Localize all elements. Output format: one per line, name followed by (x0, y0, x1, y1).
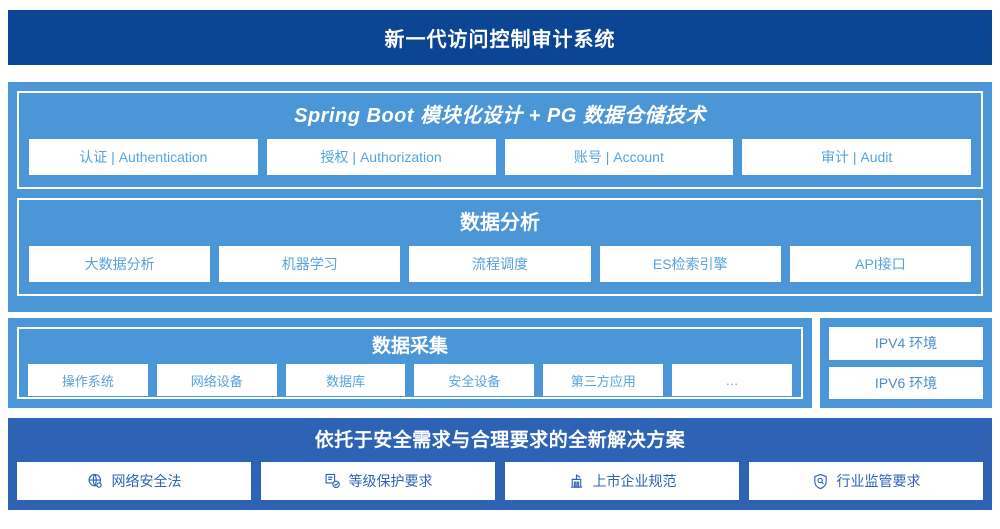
section-items-spring-boot: 认证 | Authentication 授权 | Authorization 账… (29, 139, 971, 175)
env-cell-ipv4[interactable]: IPV4 环境 (829, 327, 983, 360)
module-cell-authentication[interactable]: 认证 | Authentication (29, 139, 258, 175)
section-title-spring-boot: Spring Boot 模块化设计 + PG 数据仓储技术 (294, 105, 706, 127)
module-cell-audit[interactable]: 审计 | Audit (742, 139, 971, 175)
section-items-data-collection: 操作系统 网络设备 数据库 安全设备 第三方应用 … (28, 364, 792, 396)
source-cell-security-device[interactable]: 安全设备 (414, 364, 535, 396)
collection-row: 数据采集 操作系统 网络设备 数据库 安全设备 第三方应用 … IPV4 环境 … (8, 318, 992, 408)
bank-building-icon (568, 473, 585, 490)
globe-network-icon (87, 473, 104, 490)
compliance-cell-industry-regulation[interactable]: 行业监管要求 (749, 462, 983, 500)
section-spring-boot: Spring Boot 模块化设计 + PG 数据仓储技术 认证 | Authe… (17, 91, 983, 189)
source-cell-more[interactable]: … (672, 364, 792, 396)
section-title-data-collection: 数据采集 (371, 336, 448, 357)
module-cell-es-search-engine[interactable]: ES检索引擎 (599, 246, 781, 282)
section-ip-environments: IPV4 环境 IPV6 环境 (820, 318, 992, 408)
source-cell-network-device[interactable]: 网络设备 (156, 364, 277, 396)
compliance-label-listed-enterprise: 上市企业规范 (592, 473, 677, 489)
document-check-icon (324, 473, 341, 490)
compliance-label-cybersecurity-law: 网络安全法 (111, 473, 182, 489)
section-items-data-analysis: 大数据分析 机器学习 流程调度 ES检索引擎 API接口 (29, 246, 972, 282)
module-cell-big-data-analysis[interactable]: 大数据分析 (29, 246, 211, 282)
compliance-cell-listed-enterprise[interactable]: 上市企业规范 (505, 462, 739, 500)
page-title: 新一代访问控制审计系统 (384, 29, 616, 51)
shield-search-icon (812, 473, 829, 490)
compliance-label-industry-regulation: 行业监管要求 (836, 473, 921, 489)
section-data-collection: 数据采集 操作系统 网络设备 数据库 安全设备 第三方应用 … (8, 318, 812, 408)
compliance-label-classified-protection: 等级保护要求 (348, 473, 433, 489)
page-header: 新一代访问控制审计系统 (8, 10, 992, 65)
section-items-compliance: 网络安全法 等级保护要求 (17, 462, 983, 500)
module-cell-account[interactable]: 账号 | Account (504, 139, 734, 175)
env-cell-ipv6[interactable]: IPV6 环境 (829, 366, 983, 399)
section-title-compliance: 依托于安全需求与合理要求的全新解决方案 (314, 430, 686, 451)
architecture-panel: Spring Boot 模块化设计 + PG 数据仓储技术 认证 | Authe… (8, 82, 992, 312)
source-cell-operating-system[interactable]: 操作系统 (28, 364, 148, 396)
compliance-cell-cybersecurity-law[interactable]: 网络安全法 (17, 462, 251, 500)
section-data-analysis: 数据分析 大数据分析 机器学习 流程调度 ES检索引擎 API接口 (17, 198, 983, 296)
compliance-cell-classified-protection[interactable]: 等级保护要求 (261, 462, 495, 500)
module-cell-machine-learning[interactable]: 机器学习 (219, 246, 401, 282)
module-cell-authorization[interactable]: 授权 | Authorization (266, 139, 496, 175)
source-cell-database[interactable]: 数据库 (285, 364, 406, 396)
source-cell-third-party-app[interactable]: 第三方应用 (543, 364, 664, 396)
section-title-data-analysis: 数据分析 (460, 212, 540, 234)
module-cell-api-interface[interactable]: API接口 (789, 246, 972, 282)
module-cell-process-scheduling[interactable]: 流程调度 (409, 246, 591, 282)
section-compliance: 依托于安全需求与合理要求的全新解决方案 网络安全法 (8, 418, 992, 510)
